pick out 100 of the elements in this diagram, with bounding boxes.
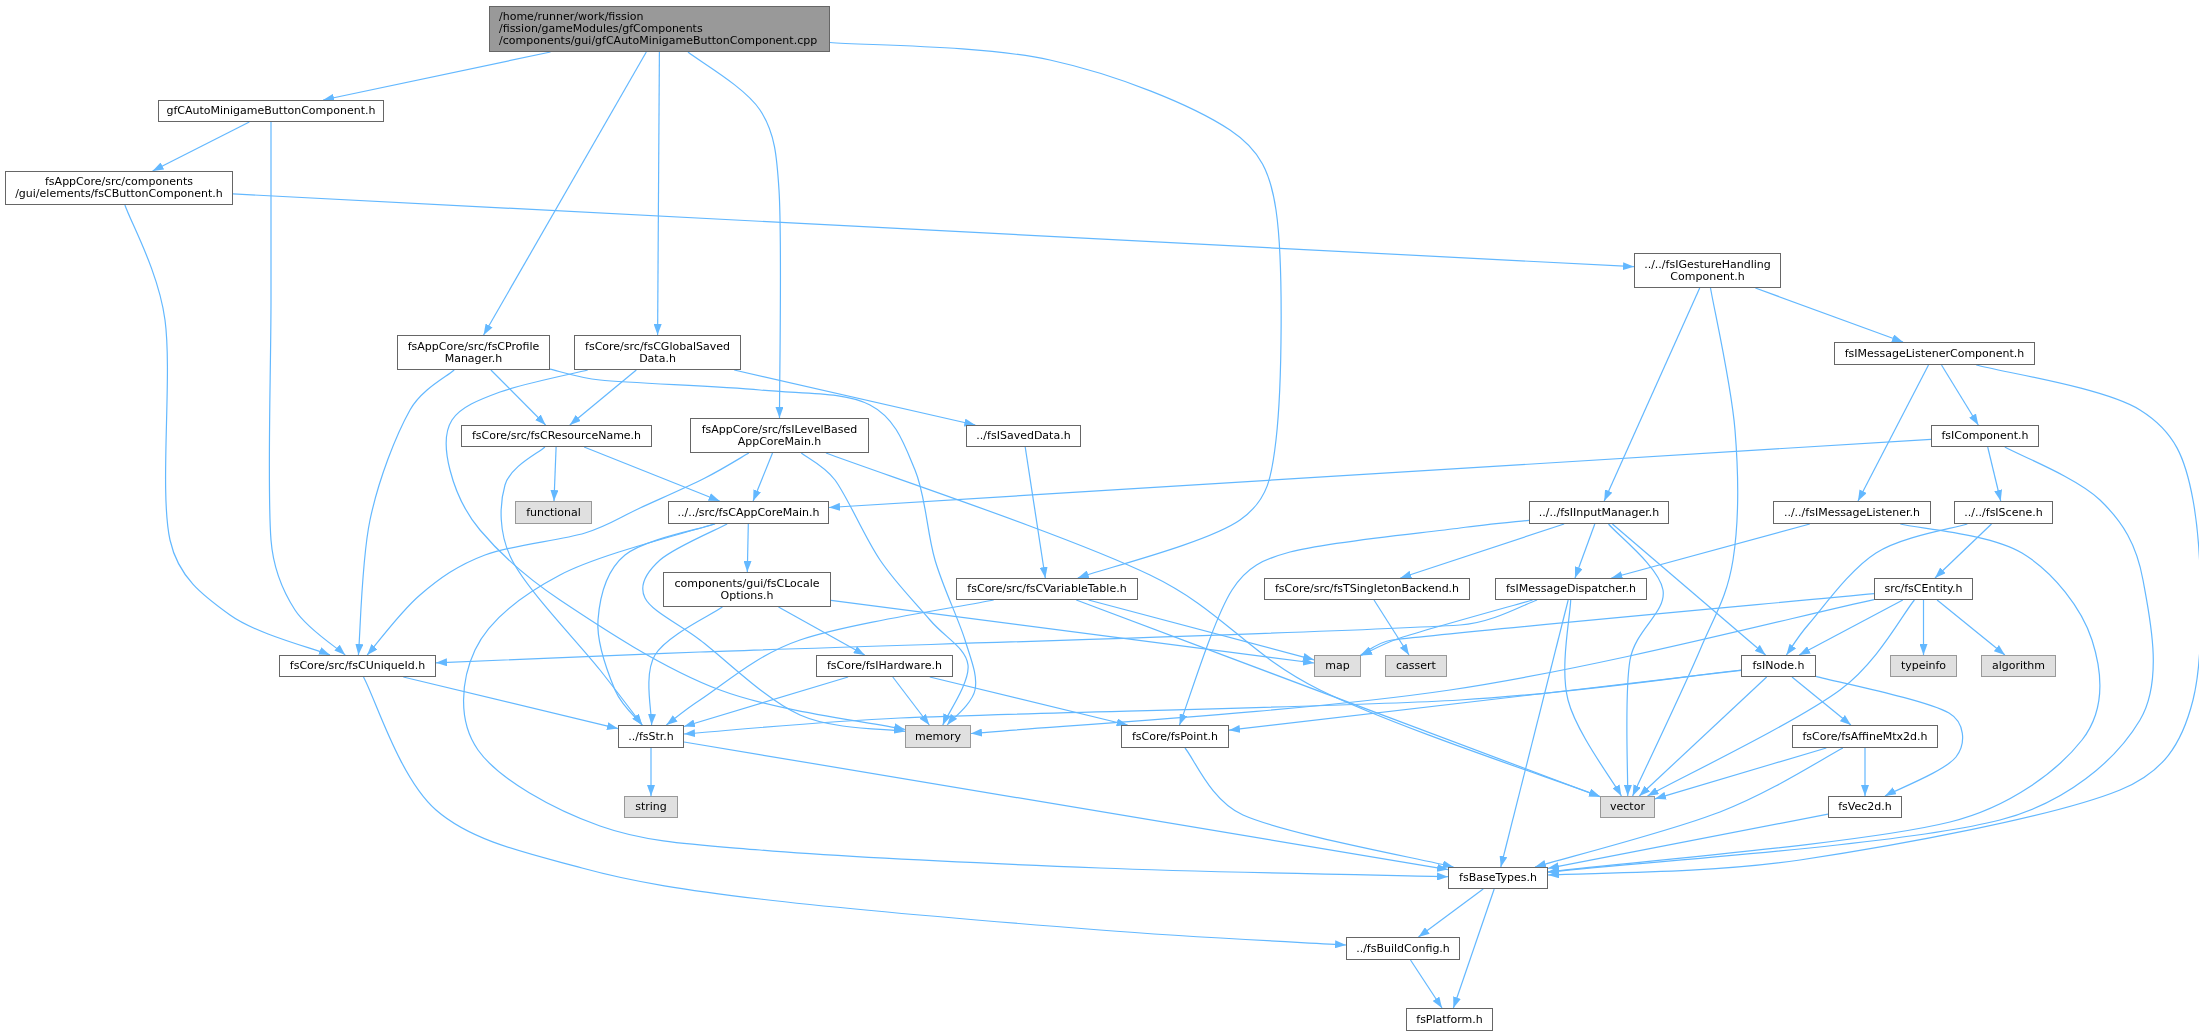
include-arrow [777, 606, 866, 656]
header-file-node: fsIMessageDispatcher.h [1495, 578, 1647, 600]
include-arrow [1603, 287, 1701, 502]
include-arrow [1547, 813, 1829, 871]
include-arrow [435, 599, 1538, 667]
include-arrow [1399, 523, 1565, 579]
include-arrow [1857, 364, 1930, 502]
include-arrow [1798, 599, 1904, 656]
include-arrow [268, 121, 346, 656]
include-arrow [1638, 676, 1768, 797]
include-arrow [1632, 287, 1739, 797]
include-arrow [1815, 675, 1964, 797]
header-file-node: fsCore/src/fsTSingletonBackend.h [1264, 578, 1470, 600]
source-file-node: /home/runner/work/fission /fission/gameModules/gfComponents /components/gui/gfCAutoMinigameButtonComponent.cpp [489, 6, 830, 52]
include-arrow [1452, 888, 1495, 1009]
include-arrow [124, 204, 331, 656]
system-header-node: cassert [1385, 655, 1447, 677]
include-arrow [647, 606, 723, 726]
include-arrow [1184, 747, 1455, 869]
include-arrow [653, 51, 662, 336]
header-file-node: fsINode.h [1741, 655, 1816, 677]
include-arrow [800, 452, 969, 726]
include-arrow [1547, 364, 2199, 879]
system-header-node: map [1314, 655, 1361, 677]
include-arrow [1087, 599, 1315, 661]
header-file-node: ../../src/fsCAppCoreMain.h [668, 501, 829, 524]
header-file-node: fsIComponent.h [1931, 425, 2039, 447]
include-arrow [1547, 446, 2154, 876]
header-file-node: fsPlatform.h [1406, 1008, 1493, 1031]
system-header-node: memory [905, 725, 971, 748]
header-file-node: fsIMessageListenerComponent.h [1834, 342, 2035, 365]
header-file-node: ../../fsIInputManager.h [1529, 501, 1669, 524]
include-arrow [483, 51, 647, 336]
include-arrow [550, 446, 559, 502]
include-arrow [355, 369, 455, 656]
header-file-node: fsCore/fsPoint.h [1121, 725, 1229, 748]
include-arrow [1499, 599, 1569, 868]
system-header-node: algorithm [1981, 655, 2056, 677]
include-arrow [1373, 599, 1410, 656]
include-arrow [1611, 523, 1767, 656]
header-file-node: ../fsStr.h [618, 725, 684, 748]
include-arrow [1178, 519, 1530, 726]
include-arrow [687, 51, 784, 419]
include-arrow [1654, 747, 1827, 800]
include-arrow [362, 676, 1347, 949]
header-file-node: fsAppCore/src/fsCProfile Manager.h [397, 335, 550, 370]
include-arrow [683, 741, 1449, 872]
include-arrow [1987, 446, 2002, 502]
header-file-node: components/gui/fsCLocale Options.h [663, 572, 831, 607]
include-arrow [366, 452, 750, 656]
include-arrow [1607, 523, 1664, 797]
include-arrow [1228, 669, 1742, 733]
include-arrow [402, 676, 619, 730]
include-arrow [583, 446, 721, 502]
include-arrow [825, 452, 1601, 798]
include-arrow [830, 599, 1315, 666]
system-header-node: string [624, 796, 678, 818]
include-arrow [549, 368, 977, 726]
system-header-node: typeinfo [1890, 655, 1957, 677]
system-header-node: vector [1600, 796, 1655, 818]
header-file-node: ../../fsIScene.h [1954, 501, 2053, 524]
header-file-node: fsAppCore/src/fsILevelBased AppCoreMain.h [690, 418, 869, 453]
header-file-node: fsVec2d.h [1828, 796, 1902, 818]
include-arrow [1360, 599, 1534, 657]
include-arrow [1075, 599, 1601, 798]
include-arrow [1646, 599, 1915, 797]
include-arrow [1861, 747, 1869, 797]
include-arrow [232, 193, 1635, 271]
include-arrow [462, 523, 1449, 881]
include-arrow [828, 438, 1932, 511]
header-file-node: fsBaseTypes.h [1448, 867, 1548, 889]
include-arrow [1564, 599, 1622, 797]
include-arrow [569, 369, 637, 426]
include-arrow [445, 369, 906, 732]
include-arrow [1934, 523, 1993, 579]
header-file-node: fsCore/fsAffineMtx2d.h [1792, 725, 1938, 748]
header-file-node: fsCore/fsIHardware.h [816, 655, 953, 677]
header-file-node: fsCore/src/fsCGlobalSaved Data.h [574, 335, 741, 370]
include-arrow [490, 369, 547, 426]
include-arrow [500, 446, 643, 726]
include-arrow [1574, 523, 1596, 579]
header-file-node: ../../fsIMessageListener.h [1773, 501, 1931, 524]
include-arrow [970, 599, 1875, 737]
include-arrow [647, 747, 655, 797]
header-file-node: fsCore/src/fsCVariableTable.h [956, 578, 1138, 600]
include-arrow [1754, 287, 1904, 343]
header-file-node: fsCore/src/fsCResourceName.h [461, 425, 652, 447]
include-arrow [1024, 446, 1048, 579]
include-arrow [1360, 593, 1875, 656]
include-arrow [892, 676, 930, 726]
include-arrow [752, 452, 774, 502]
include-arrow [1534, 747, 1844, 868]
header-file-node: ../../fsIGestureHandling Component.h [1634, 253, 1781, 288]
header-file-node: gfCAutoMinigameButtonComponent.h [158, 100, 384, 122]
include-arrow [743, 523, 752, 573]
include-arrow [829, 41, 1282, 579]
include-arrow [152, 121, 250, 172]
header-file-node: ../fsBuildConfig.h [1346, 937, 1460, 960]
include-arrow [642, 523, 906, 735]
include-arrow [1936, 599, 2006, 656]
